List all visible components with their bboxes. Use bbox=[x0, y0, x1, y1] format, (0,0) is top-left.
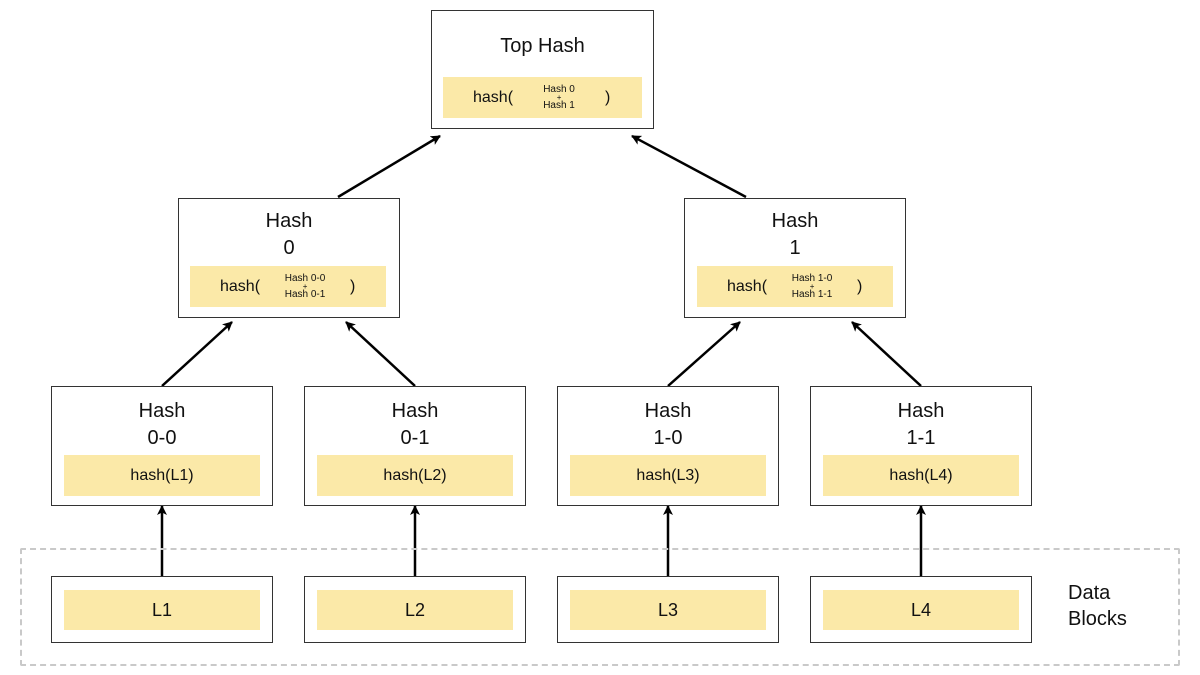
data-block-l4: L4 bbox=[810, 576, 1032, 643]
top-hash-title: Top Hash bbox=[500, 35, 585, 57]
formula-operand-a: Hash 0-0 bbox=[284, 272, 326, 284]
formula-fn: hash( bbox=[220, 277, 261, 295]
hash-0-1-value-cell: hash(L2) bbox=[317, 455, 513, 496]
formula-operand-b: Hash 1 bbox=[543, 99, 575, 111]
hash-0-0-node: Hash 0-0 hash(L1) bbox=[51, 386, 273, 506]
data-block-l2: L2 bbox=[304, 576, 526, 643]
formula-close: ) bbox=[350, 277, 356, 295]
arrow-hash1-to-top bbox=[631, 134, 747, 199]
formula-operands: Hash 1-0 + Hash 1-1 bbox=[783, 272, 841, 300]
hash-1-0-title-line2: 1-0 bbox=[653, 427, 683, 449]
top-hash-formula: hash( Hash 0 + Hash 1 ) bbox=[443, 77, 642, 118]
data-blocks-region bbox=[20, 548, 1180, 666]
formula-plus: + bbox=[809, 281, 815, 291]
formula-close: ) bbox=[857, 277, 863, 295]
top-hash-formula-cell: hash( Hash 0 + Hash 1 ) bbox=[443, 77, 642, 118]
data-blocks-label: Data Blocks bbox=[1068, 580, 1158, 632]
hash-1-1-value: hash(L4) bbox=[889, 466, 953, 484]
hash-1-1-node: Hash 1-1 hash(L4) bbox=[810, 386, 1032, 506]
hash-0-1-title-line2: 0-1 bbox=[400, 427, 430, 449]
hash-0-0-value-cell: hash(L1) bbox=[64, 455, 260, 496]
data-block-l1-cell: L1 bbox=[64, 590, 260, 630]
formula-fn: hash( bbox=[727, 277, 768, 295]
hash-1-title-line2: 1 bbox=[789, 237, 801, 259]
formula-close: ) bbox=[605, 88, 611, 106]
data-block-l2-cell: L2 bbox=[317, 590, 513, 630]
arrow-hash10-to-hash1 bbox=[667, 321, 741, 387]
hash-1-1-title-line2: 1-1 bbox=[906, 427, 936, 449]
formula-plus: + bbox=[556, 92, 562, 102]
hash-0-formula: hash( Hash 0-0 + Hash 0-1 ) bbox=[190, 266, 386, 307]
hash-0-node: Hash 0 hash( Hash 0-0 + Hash 0-1 ) bbox=[178, 198, 400, 318]
data-block-l4-cell: L4 bbox=[823, 590, 1019, 630]
hash-0-0-value: hash(L1) bbox=[130, 466, 194, 484]
data-blocks-label-line2: Blocks bbox=[1068, 608, 1127, 630]
data-blocks-label-line1: Data bbox=[1068, 582, 1111, 604]
data-block-l3-cell: L3 bbox=[570, 590, 766, 630]
data-block-l4-label: L4 bbox=[910, 599, 932, 620]
data-block-l3-label: L3 bbox=[657, 599, 679, 620]
hash-1-0-value: hash(L3) bbox=[636, 466, 700, 484]
hash-1-formula: hash( Hash 1-0 + Hash 1-1 ) bbox=[697, 266, 893, 307]
hash-0-title-line1: Hash bbox=[265, 210, 313, 232]
formula-operand-a: Hash 1-0 bbox=[791, 272, 833, 284]
hash-1-1-title-line1: Hash bbox=[897, 400, 945, 422]
hash-0-1-title-line1: Hash bbox=[391, 400, 439, 422]
hash-1-0-node: Hash 1-0 hash(L3) bbox=[557, 386, 779, 506]
hash-1-title-line1: Hash bbox=[771, 210, 819, 232]
data-block-l1-label: L1 bbox=[151, 599, 173, 620]
hash-1-0-title-line1: Hash bbox=[644, 400, 692, 422]
formula-operands: Hash 0 + Hash 1 bbox=[533, 83, 585, 111]
formula-operand-b: Hash 0-1 bbox=[284, 288, 326, 300]
arrow-hash01-to-hash0 bbox=[345, 321, 416, 387]
hash-0-0-title-line2: 0-0 bbox=[147, 427, 177, 449]
hash-0-0-title-line1: Hash bbox=[138, 400, 186, 422]
formula-operand-a: Hash 0 bbox=[543, 83, 575, 95]
hash-1-0-value-cell: hash(L3) bbox=[570, 455, 766, 496]
formula-plus: + bbox=[302, 281, 308, 291]
arrow-hash11-to-hash1 bbox=[851, 321, 922, 387]
hash-0-1-node: Hash 0-1 hash(L2) bbox=[304, 386, 526, 506]
hash-1-node: Hash 1 hash( Hash 1-0 + Hash 1-1 ) bbox=[684, 198, 906, 318]
formula-operands: Hash 0-0 + Hash 0-1 bbox=[276, 272, 334, 300]
hash-1-formula-cell: hash( Hash 1-0 + Hash 1-1 ) bbox=[697, 266, 893, 307]
top-hash-node: Top Hash hash( Hash 0 + Hash 1 ) bbox=[431, 10, 654, 129]
hash-1-1-value-cell: hash(L4) bbox=[823, 455, 1019, 496]
hash-0-title-line2: 0 bbox=[283, 237, 295, 259]
data-block-l2-label: L2 bbox=[404, 599, 426, 620]
data-block-l1: L1 bbox=[51, 576, 273, 643]
formula-fn: hash( bbox=[473, 88, 514, 106]
formula-operand-b: Hash 1-1 bbox=[791, 288, 833, 300]
hash-0-formula-cell: hash( Hash 0-0 + Hash 0-1 ) bbox=[190, 266, 386, 307]
arrow-hash00-to-hash0 bbox=[161, 321, 233, 387]
arrow-hash0-to-top bbox=[337, 134, 441, 199]
hash-0-1-value: hash(L2) bbox=[383, 466, 447, 484]
data-block-l3: L3 bbox=[557, 576, 779, 643]
